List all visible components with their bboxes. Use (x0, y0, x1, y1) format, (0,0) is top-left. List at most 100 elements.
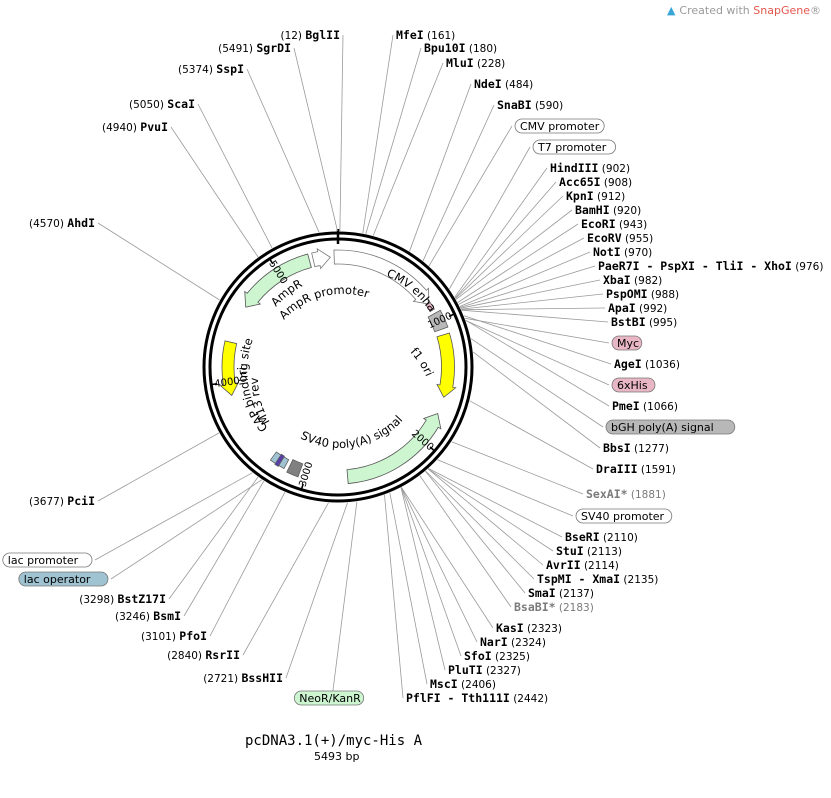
badge-label-lac-promoter: lac promoter (8, 554, 79, 567)
leader-hindiii (454, 167, 548, 298)
site-pos: (912) (594, 191, 626, 203)
leader-kpni (455, 195, 564, 299)
sv40-polya-label-path: SV40 poly(A) signal (299, 412, 406, 451)
site-label-pmei: PmeI (1066) (612, 399, 678, 413)
badge-lac-promoter (2, 552, 93, 568)
leader-sexai (451, 441, 584, 495)
site-label-pfoi: (3101) PfoI (141, 629, 207, 643)
site-label-ahdi: (4570) AhdI (29, 216, 95, 230)
site-label-nari: NarI (2324) (480, 635, 546, 649)
leader-nari (401, 487, 478, 643)
site-pos: (2840) (167, 650, 205, 662)
site-name: BglII (305, 28, 340, 42)
site-name: RsrII (205, 648, 240, 662)
leader-lac-operator (110, 479, 263, 580)
myc-marker (425, 301, 435, 313)
leader-scai (197, 103, 273, 249)
site-label-rsrii: (2840) RsrII (167, 648, 240, 662)
site-pos: (920) (610, 205, 642, 217)
scale-label: 4000 (214, 376, 241, 390)
site-pos: (3677) (29, 496, 67, 508)
site-name: BstBI (611, 315, 646, 329)
badge-myc (611, 335, 643, 351)
site-name: TspMI - XmaI (537, 572, 620, 586)
site-pos: (590) (532, 100, 564, 112)
leader-xbai (460, 279, 601, 309)
site-label-tspmi-xmai: TspMI - XmaI (2135) (537, 572, 658, 586)
site-label-bsmi: (3246) BsmI (115, 609, 181, 623)
site-label-avrii: AvrII (2114) (546, 558, 619, 572)
site-name: BssHII (241, 671, 283, 685)
site-pos: (2327) (483, 665, 521, 677)
leader-bamhi (455, 209, 573, 300)
site-name: AgeI (614, 357, 642, 371)
site-name: SfoI (464, 649, 492, 663)
sv40-polya-arrow (346, 412, 442, 484)
leader-sfoi (400, 487, 462, 657)
site-label-bstbi: BstBI (995) (611, 315, 677, 329)
badge-label-myc: Myc (617, 337, 639, 350)
site-label-bsabi: BsaBI* (2183) (514, 600, 594, 614)
site-name: BsmI (153, 609, 181, 623)
site-pos: (3298) (79, 594, 117, 606)
site-pos: (988) (648, 289, 680, 301)
site-name: BseRI (565, 530, 600, 544)
site-label-msci: MscI (2406) (430, 677, 496, 691)
leader-t7-promoter (449, 146, 531, 290)
leader-tspmi-xmai (425, 470, 535, 580)
leader-sv40-promoter (437, 459, 574, 517)
site-name: BamHI (575, 203, 610, 217)
site-pos: (4940) (102, 122, 140, 134)
site-label-smai: SmaI (2137) (528, 586, 594, 600)
snapgene-logo-icon: ▲ (666, 4, 676, 17)
site-label-bamhi: BamHI (920) (575, 203, 641, 217)
site-pos: (1066) (640, 401, 678, 413)
leader-bglii (339, 34, 344, 232)
site-name: DraIII (596, 462, 638, 476)
leader-bpu10i (365, 47, 422, 235)
site-pos: (908) (601, 177, 633, 189)
site-name: MfeI (396, 28, 424, 42)
leader-msci (389, 492, 428, 685)
site-label-ecorv: EcoRV (955) (587, 231, 653, 245)
badge-bgh-poly-a-signal (605, 419, 736, 435)
site-name: SspI (216, 62, 244, 76)
site-label-sexai: SexAI* (1881) (586, 487, 666, 501)
scale-tick (268, 257, 274, 265)
site-name: PfoI (179, 629, 207, 643)
leader-snabi (422, 104, 495, 262)
leader-bsabi (419, 475, 512, 608)
site-pos: (180) (466, 43, 498, 55)
site-label-bseri: BseRI (2110) (565, 530, 638, 544)
leader-pflfi-tth111i (384, 494, 404, 699)
snapgene-credit: ▲Created with SnapGene® (667, 4, 821, 17)
site-label-stui: StuI (2113) (556, 544, 622, 558)
leader-neor-kanr (331, 501, 358, 699)
site-name: PaeR7I - PspXI - TliI - XhoI (598, 259, 792, 273)
site-label-pvui: (4940) PvuI (102, 120, 168, 134)
site-name: HindIII (550, 161, 598, 175)
badge-label-cmv-promoter: CMV promoter (520, 120, 600, 133)
sv40-box (286, 459, 304, 478)
site-pos: (943) (616, 219, 648, 231)
site-label-noti: NotI (970) (593, 245, 652, 259)
ampr-promoter-arrow (311, 247, 331, 270)
site-name: AvrII (546, 558, 581, 572)
leader-ecorv (458, 237, 585, 305)
leader-stui (427, 468, 554, 552)
leader-kasi (401, 487, 494, 629)
site-name: SgrDI (256, 41, 291, 55)
site-pos: (2110) (600, 532, 638, 544)
site-label-bsshii: (2721) BssHII (203, 671, 283, 685)
leader-ahdi (97, 222, 220, 301)
site-name: Bpu10I (424, 41, 466, 55)
leader-lac-promoter (94, 472, 253, 561)
site-pos: (4570) (29, 218, 67, 230)
leader-ecori (457, 223, 579, 303)
f1-ori-label-path: f1 ori (408, 345, 437, 379)
cmv-promoter-box (427, 309, 449, 333)
site-label-bstz17i: (3298) BstZ17I (79, 592, 166, 606)
plasmid-name: pcDNA3.1(+)/myc-His A (245, 733, 423, 749)
leader-sgrdi (293, 47, 338, 232)
